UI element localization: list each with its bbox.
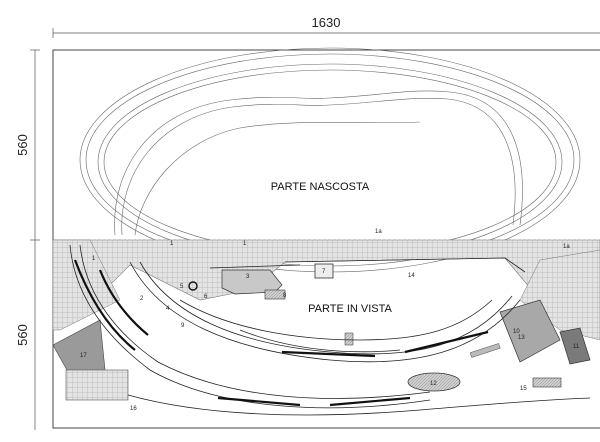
label-15: 15	[520, 386, 527, 392]
building-7	[314, 263, 334, 279]
platform-12	[407, 372, 461, 392]
area-visible-label: PARTE IN VISTA	[308, 303, 392, 315]
area-hidden-label: PARTE NASCOSTA	[271, 181, 370, 193]
label-4: 4	[166, 306, 170, 312]
label-1-c: 1	[92, 256, 96, 262]
dimension-width: 1630	[52, 15, 600, 38]
board-outline	[52, 49, 600, 429]
yard-16	[65, 369, 129, 401]
hidden-tracks	[79, 47, 581, 273]
label-6: 6	[204, 294, 208, 300]
label-5: 5	[180, 284, 184, 290]
label-17: 17	[80, 353, 87, 359]
label-8: 8	[283, 293, 287, 299]
label-7: 7	[322, 269, 326, 275]
dimension-height-top-label: 560	[15, 134, 30, 156]
label-10: 10	[513, 329, 520, 335]
label-1-a: 1	[170, 241, 174, 247]
platform-13	[469, 343, 501, 358]
label-12: 12	[430, 381, 437, 387]
label-3: 3	[246, 274, 250, 280]
label-16: 16	[130, 406, 137, 412]
label-13: 13	[518, 335, 525, 341]
building-11	[559, 327, 591, 365]
building-10	[499, 299, 561, 363]
label-1a-b: 1a	[563, 244, 570, 250]
dimension-height-bottom-label: 560	[15, 324, 30, 346]
visible-tracks	[69, 244, 591, 416]
turntable	[188, 281, 198, 291]
dimension-width-label: 1630	[312, 15, 341, 30]
dimension-height: 560 560	[15, 49, 40, 430]
label-9: 9	[181, 323, 185, 329]
highlighted-track-segments	[73, 259, 489, 407]
label-1-b: 1	[243, 241, 247, 247]
label-2: 2	[140, 296, 144, 302]
label-14: 14	[408, 273, 415, 279]
building-8	[264, 289, 286, 300]
label-11: 11	[573, 344, 580, 350]
small-structure	[344, 332, 354, 346]
label-1a-a: 1a	[375, 229, 382, 235]
platform-15	[532, 377, 562, 388]
